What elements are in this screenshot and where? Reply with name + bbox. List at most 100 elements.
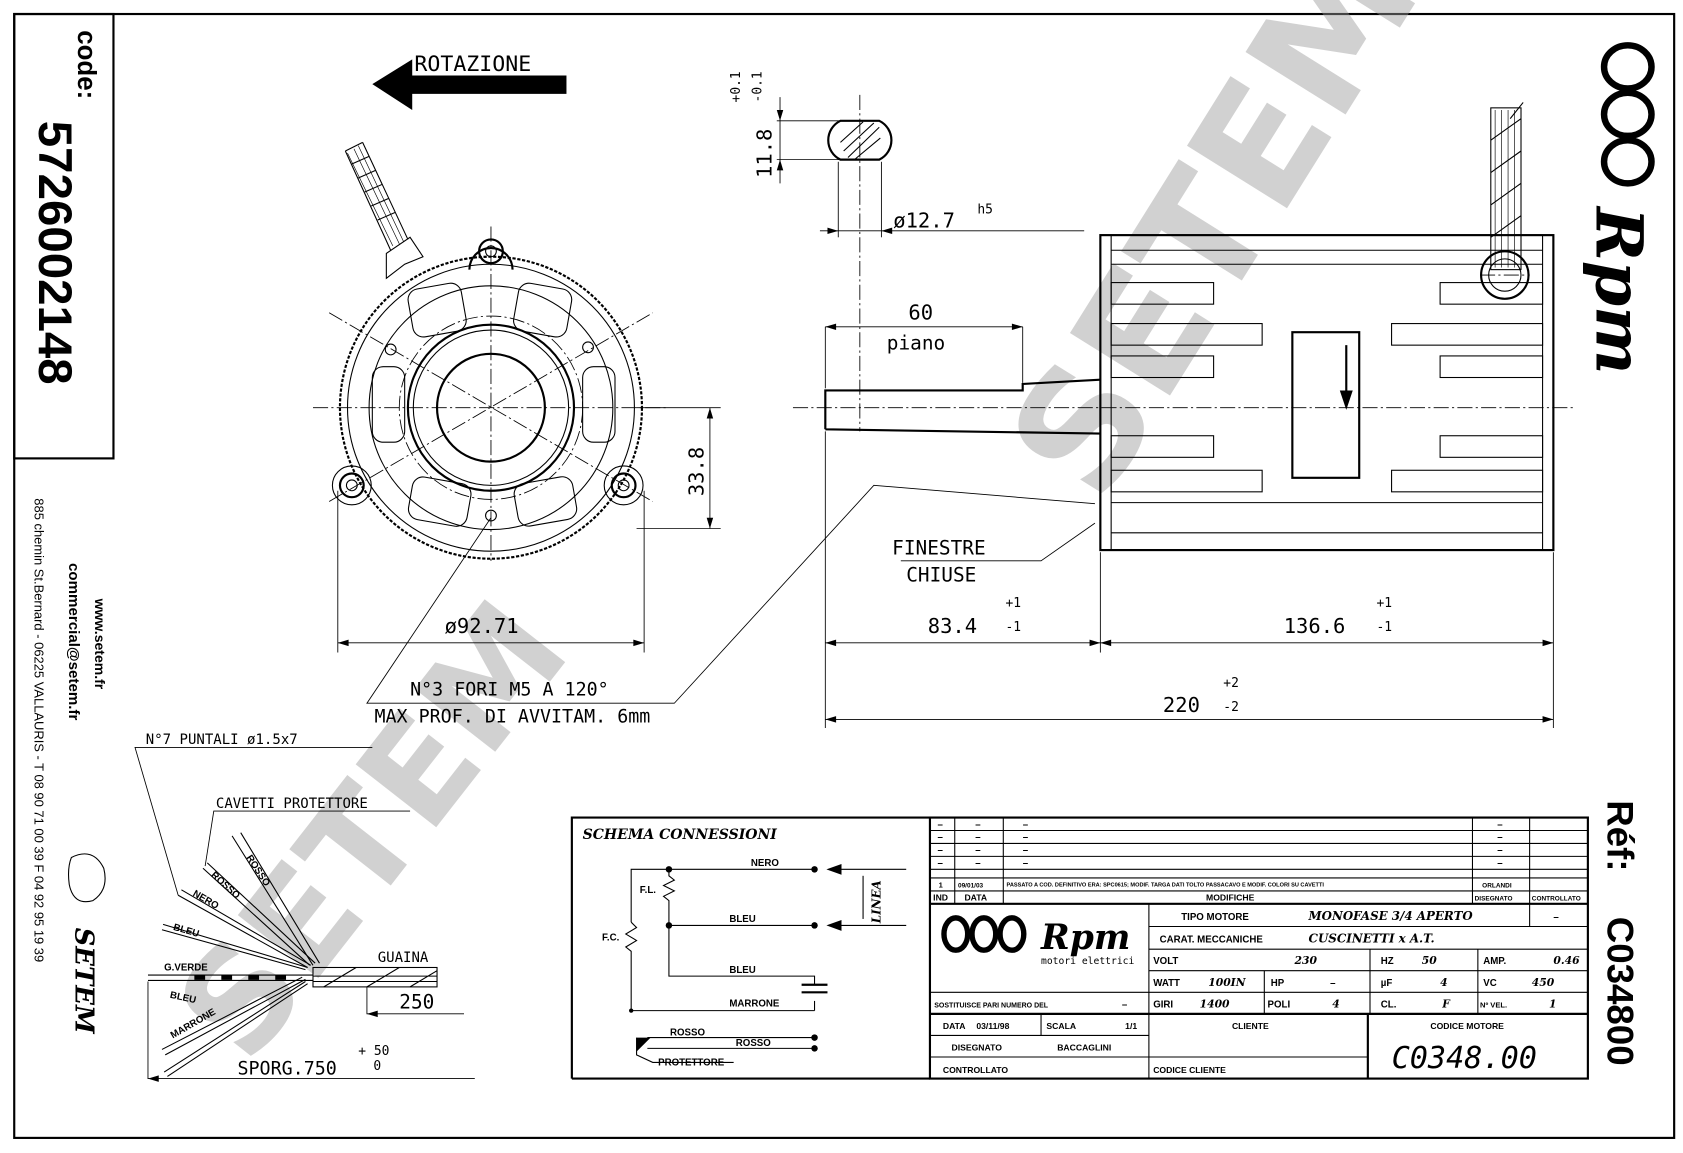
drawing-rect [407,282,467,338]
drawing-g [624,868,907,1063]
drawing-path [1490,118,1522,238]
title-block-giri-text: 1400 [1200,997,1230,1010]
drawing-path [67,853,106,903]
title-block-logo-subtitle-text: motori elettrici [1041,956,1134,967]
drawing-path [1494,110,1515,268]
drawing-path [824,378,1101,435]
drawing-g [371,282,616,527]
drawing-line [1509,102,1524,119]
title-block-vel-text: 1 [1549,997,1557,1010]
reference-value: C034800 [1599,917,1640,1066]
drawing-rect [513,476,578,527]
drawing-path [202,862,316,966]
drawing-line [328,312,653,502]
drawing-circle [345,479,358,492]
drawing-path [163,981,308,1077]
drawing-circle [665,922,673,929]
body-diameter: ø92.71 [445,614,519,638]
drawing-ellipse [969,915,999,953]
rotation-indicator: ROTAZIONE [372,52,567,111]
title-block-modifications-4-ind-text: 1 [939,881,943,890]
shaft-diameter: ø12.7 [893,209,955,233]
drawing-path [231,832,320,966]
drawing-rect [1439,355,1544,379]
drawing-path [385,236,424,280]
drawing-circle [629,1008,634,1013]
title-block-uf-label-text: µF [1381,978,1393,989]
title-block-date-label-text: DATA [943,1021,966,1031]
cable [344,141,424,280]
drawing-circle [665,866,673,873]
drawing-rect [13,12,115,460]
title-block-modifications-0-date-text: – [975,819,981,830]
front-dimensions: ø92.71 33.8 N°3 FORI M5 A 120° MAX PROF.… [337,407,1096,728]
drawing-path [161,923,308,971]
side-dimensions: 83.4 +1 -1 136.6 +1 -1 220 +2 -2 [824,431,1554,729]
drawing-path [177,889,312,968]
title-block-vc-text: 450 [1532,976,1555,989]
drawing-circle [331,465,372,506]
drawing-path [827,119,893,161]
title-block-headers-desc-text: MODIFICHE [1206,893,1255,903]
drawing-polygon [1542,716,1554,723]
drawing-polygon [825,323,837,331]
drawing-circle [610,472,637,499]
shaft-length: 83.4 [928,614,977,638]
holes-note-2: MAX PROF. DI AVVITAM. 6mm [374,707,650,728]
title-block-cl-text: F [1441,997,1451,1010]
drawing-ellipse [941,915,971,953]
schema-protettore-text: PROTETTORE [658,1058,725,1069]
title-block-modifications-4-desc-text: PASSATO A COD. DEFINITIVO ERA: SPC0615; … [1007,883,1325,889]
drawing-path [312,967,438,988]
drawing-polyline [570,816,930,1079]
code-label: code: [72,30,100,99]
drawing-polygon [825,716,837,723]
drawing-g [1600,42,1655,187]
drawing-rect [582,366,616,443]
drawing-g: – – – – – – – – – – – – – – – – 1 09/01/… [933,819,1581,902]
dimensions-shaft-length-tol-plus-text: +1 [1005,596,1021,611]
drawing-polyline [662,869,816,985]
drawing-path [347,145,404,247]
drawing-rect [1490,107,1522,271]
drawing-circle [406,323,576,492]
title-block-modifications-3-drawn-text: – [1497,858,1503,869]
body-length: 136.6 [1284,614,1346,638]
dimensions-shaft-flat-tol-minus-text: -0.1 [751,71,766,102]
brand-logo-text-text: Rpm [1581,205,1657,374]
title-block-volt-text: 230 [1294,954,1318,967]
wiring-wires-4-text: G.VERDE [164,963,208,974]
drawing-circle [603,465,644,506]
drawing-path [161,976,306,1056]
schema-bleu2-text: BLEU [729,965,755,976]
wiring-wires-2-text: NERO [191,888,221,912]
windows-note-1: FINESTRE [892,536,985,559]
drawing-polyline [366,484,1096,704]
title-block-headers-drawn-text: DISEGNATO [1475,896,1513,903]
drawing-path [468,246,514,270]
drawing-rect [1110,282,1215,305]
title-block-date-text: 03/11/98 [976,1021,1009,1031]
drawing-path [345,141,363,152]
mounting-lugs [331,238,644,506]
drawing-path [344,142,409,251]
title-block-modifications-4-drawn-text: ORLANDI [1482,883,1512,890]
title-block-vc-label-text: VC [1483,978,1496,989]
drawing-circle [346,263,635,552]
title-block-uf-text: 4 [1440,976,1448,989]
drawing-circle [338,472,365,499]
company-logo-text-text: SETEM [69,928,99,1035]
side-view: 60 piano FINESTRE CHIUSE [792,102,1575,586]
drawing-polygon [827,227,839,235]
drawing-polyline [630,868,815,923]
drawing-polygon [826,863,842,875]
drawing-rect [1439,282,1544,305]
drawing-polygon [826,920,842,931]
title-block-hp-label-text: HP [1271,978,1285,989]
drawing-ellipse [997,915,1027,953]
title-block-modifications-2-ind-text: – [937,845,943,856]
title-block: – – – – – – – – – – – – – – – – 1 09/01/… [928,816,1589,1080]
drawing-polygon [881,227,893,235]
total-length: 220 [1163,693,1200,717]
